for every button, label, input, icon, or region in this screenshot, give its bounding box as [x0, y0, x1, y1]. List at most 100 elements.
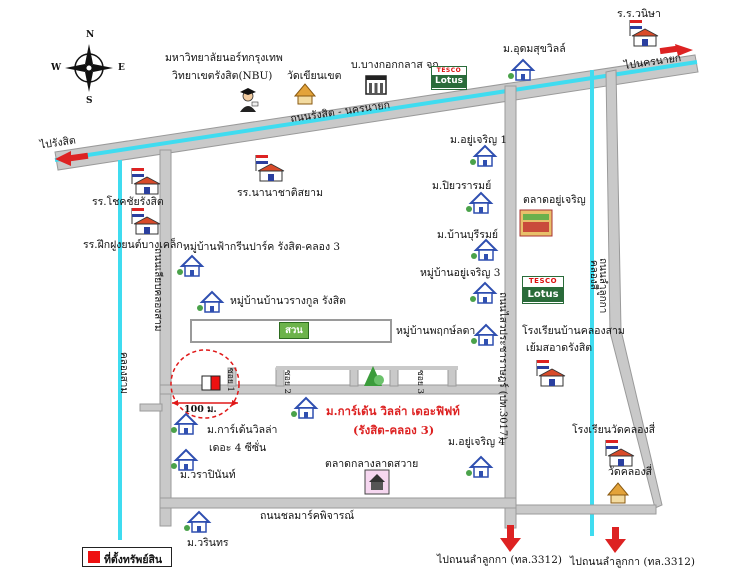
bottom-road — [159, 497, 517, 509]
varinthon-house-icon — [184, 510, 212, 533]
compass-n: N — [86, 30, 95, 40]
university-icon — [240, 88, 259, 112]
piyaram-label: ม.ปิยวรารมย์ — [432, 180, 492, 192]
ayu1-house-icon — [470, 144, 498, 167]
rr-fuk-label: รร.ฝึกฝูงยนต์บางเคล็ก — [83, 239, 183, 251]
right-road — [605, 69, 663, 509]
center-vertical-road-label: ถนนไสวประชาราษฎร์ (ปท.3017) — [497, 292, 508, 441]
market-lat-label: ตลาดกลางลาดสวาย — [325, 458, 419, 470]
arrow-east — [675, 44, 693, 56]
piyaram-house-icon — [466, 191, 494, 214]
market-lat-icon — [364, 469, 390, 495]
rr-chotechai-label: รร.โชคชัยรังสิต — [92, 196, 164, 208]
to-lamlukka-1-label: ไปถนนลำลูกกา (ทล.3312) — [437, 554, 562, 566]
ayu4-label: ม.อยู่เจริญ 4 — [448, 436, 506, 448]
rr-chotechai-school-icon — [131, 168, 161, 195]
garden-fifth-label-1: ม.การ์เด้น วิลล่า เดอะฟิฟท์ — [326, 404, 460, 418]
school4-school-icon — [605, 440, 635, 467]
soi1-label: ซอย 1 — [225, 368, 235, 392]
arrow-south-1-shaft — [507, 525, 514, 539]
school4-label: โรงเรียนวัดคลองสี่ — [572, 424, 655, 436]
arrow-south-2 — [605, 539, 626, 553]
property-marker — [210, 375, 221, 391]
market-ayu-label: ตลาดอยู่เจริญ — [523, 194, 586, 206]
arrow-south-1 — [500, 538, 521, 552]
garden-fifth-house-icon — [291, 396, 319, 419]
wat-klong4-temple-icon — [606, 482, 630, 504]
property-marker-left — [201, 375, 212, 391]
rr-nana-school-icon — [255, 155, 285, 182]
udomsuk-label: ม.อุดมสุขวิลล์ — [503, 43, 566, 55]
arrow-east-shaft — [659, 45, 679, 55]
school-label-1: โรงเรียนบ้านคลองสาม — [522, 325, 625, 337]
varapinan-label: ม.วราปินันท์ — [180, 469, 236, 481]
lotus-top-text: Lotus — [432, 75, 466, 88]
warangkul-house-icon — [197, 290, 225, 313]
garden4-label-1: ม.การ์เด้นวิลล่า — [207, 424, 278, 436]
school-label-2: เย้มสอาดรังสิต — [526, 342, 593, 354]
tree-icon — [364, 366, 384, 386]
left-vertical-road-label: ถนนเลียบคลองสาม — [152, 248, 163, 332]
right-canal — [590, 70, 594, 536]
nbu-label-2: วิทยาเขตรังสิต(NBU) — [172, 70, 273, 82]
distance-arrow-right — [232, 400, 238, 406]
arrow-south-2-shaft — [612, 527, 619, 540]
green-park-label: หมู่บ้านฟ้ากรีนปาร์ค รังสิต-คลอง 3 — [183, 241, 341, 253]
compass-s: S — [86, 96, 93, 106]
udomsuk-house-icon — [508, 58, 536, 81]
warangkul-label: หมู่บ้านบ้านวรางกูล รังสิต — [230, 295, 347, 307]
wat-chian-label: วัดเขียนเขต — [287, 70, 342, 82]
wat-chian-temple-icon — [293, 83, 317, 105]
varapinan-house-icon — [171, 448, 199, 471]
park-lane — [190, 319, 392, 343]
factory-icon — [365, 75, 387, 95]
market-ayu-icon — [519, 209, 553, 237]
ayu3-label: หมู่บ้านอยู่เจริญ 3 — [420, 267, 501, 279]
soi-top-road — [276, 366, 458, 370]
left-canal-label: คลองสาม — [118, 352, 129, 395]
arrow-west-shaft — [69, 152, 89, 162]
right-canal-label: คลองสี่ — [588, 260, 599, 290]
to-lamlukka-2-label: ไปถนนลำลูกกา (ทล.3312) — [570, 556, 695, 568]
legend-swatch — [88, 551, 100, 563]
legend: ที่ตั้งทรัพย์สิน — [82, 547, 172, 567]
soi1-road — [227, 367, 237, 387]
green-park-house-icon — [177, 254, 205, 277]
bangkok-glass-label: บ.บางกอกกลาส จก. — [351, 59, 442, 71]
legend-label: ที่ตั้งทรัพย์สิน — [104, 554, 163, 566]
distance-arrow-left — [172, 400, 178, 406]
ayu1-label: ม.อยู่เจริญ 1 — [450, 134, 508, 146]
park-badge: สวน — [279, 322, 309, 339]
left-vertical-road — [159, 149, 172, 527]
ayu3-house-icon — [470, 281, 498, 304]
garden-fifth-label-2: (รังสิต-คลอง 3) — [353, 423, 435, 437]
pruksa-label: หมู่บ้านพฤกษ์ลดา — [396, 325, 476, 337]
compass-w: W — [51, 63, 62, 73]
compass-e: E — [118, 63, 125, 73]
wat-klong4-label: วัดคลองสี่ — [608, 466, 653, 478]
tesco-top-text: TESCO — [436, 67, 462, 74]
rr-nana-label: รร.นานาชาติสยาม — [237, 187, 323, 199]
garden4-label-2: เดอะ 4 ซีซั่น — [209, 442, 267, 454]
ror-vanitha-school-icon — [629, 20, 659, 47]
soi3-road — [389, 367, 399, 387]
soi3-label: ซอย 3 — [415, 370, 425, 394]
tesco-mid-text: TESCO — [528, 277, 558, 285]
nbu-label-1: มหาวิทยาลัยนอร์ทกรุงเทพ — [165, 52, 283, 64]
house-icons — [131, 20, 659, 533]
school-school-icon — [536, 360, 566, 387]
soi-main-road — [159, 384, 507, 395]
compass-icon — [65, 44, 113, 92]
varinthon-label: ม.วรินทร — [187, 537, 229, 549]
tesco-lotus-top-logo: TESCO Lotus — [431, 66, 467, 90]
ayu4-house-icon — [466, 455, 494, 478]
bottom-right-road — [515, 504, 657, 515]
property-radius-circle — [170, 349, 240, 419]
soi2-road-b — [349, 367, 359, 387]
pruksa-house-icon — [471, 323, 499, 346]
soi2-label: ซอย 2 — [282, 370, 292, 394]
rr-fuk-school-icon — [131, 208, 161, 235]
soi-stub — [139, 403, 163, 412]
lotus-mid-text: Lotus — [523, 287, 563, 302]
banburirom-label: ม.บ้านบุรีรมย์ — [437, 229, 499, 241]
